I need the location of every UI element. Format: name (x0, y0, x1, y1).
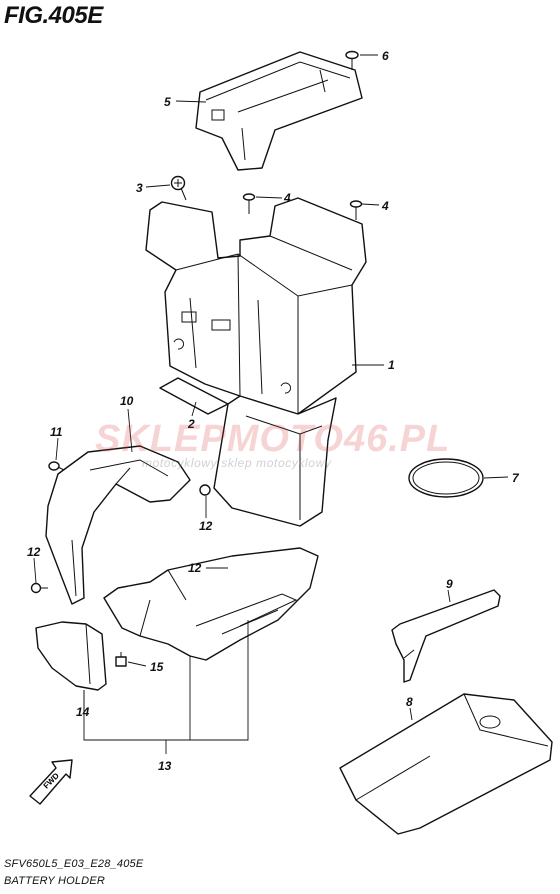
part-15-bolt (115, 652, 127, 667)
callout-5: 5 (164, 95, 171, 109)
part-4-screw-right (349, 200, 363, 220)
callout-13: 13 (158, 759, 172, 773)
part-14-small-cover (35, 621, 107, 691)
callout-1: 1 (388, 358, 395, 372)
part-5-battery-cover (195, 51, 363, 171)
part-4-screw-left (242, 193, 256, 214)
watermark-tagline: motocyklowy sklep motocyklowy (142, 456, 332, 470)
callout-15: 15 (150, 660, 164, 674)
part-8-tool-bag (339, 693, 553, 835)
callout-7: 7 (512, 471, 520, 485)
callout-11: 11 (50, 425, 63, 439)
part-1-battery-holder (145, 197, 367, 415)
part-7-rubber-band (408, 458, 484, 498)
leader-lines (33, 54, 509, 754)
callout-10: 10 (120, 394, 134, 408)
part-10-side-cover (45, 445, 191, 605)
part-13-lower-cover (103, 547, 319, 661)
callout-12-b: 12 (27, 545, 41, 559)
part-6-screw (345, 50, 359, 70)
figure-name: BATTERY HOLDER (4, 875, 106, 887)
callout-2: 2 (187, 417, 195, 431)
figure-title: FIG.405E (4, 2, 103, 29)
callout-8: 8 (406, 695, 413, 709)
callout-12-a: 12 (199, 519, 213, 533)
part-9-spanner (391, 589, 501, 683)
callout-9: 9 (446, 577, 453, 591)
watermark-logo: SKLEPMOTO46.PL (95, 418, 451, 460)
callout-6: 6 (382, 49, 389, 63)
part-12-screw-b (30, 582, 48, 594)
callout-12-c: 12 (188, 561, 202, 575)
part-12-screw-a (199, 484, 211, 496)
callout-3: 3 (136, 181, 143, 195)
lower-tray (213, 395, 337, 527)
callout-4-left: 4 (283, 191, 291, 205)
callout-14: 14 (76, 705, 90, 719)
fwd-arrow-icon (29, 759, 73, 805)
callout-4-right: 4 (381, 199, 389, 213)
part-11-screw (48, 461, 65, 471)
part-3-bolt (170, 175, 187, 201)
figure-code: SFV650L5_E03_E28_405E (4, 858, 144, 870)
